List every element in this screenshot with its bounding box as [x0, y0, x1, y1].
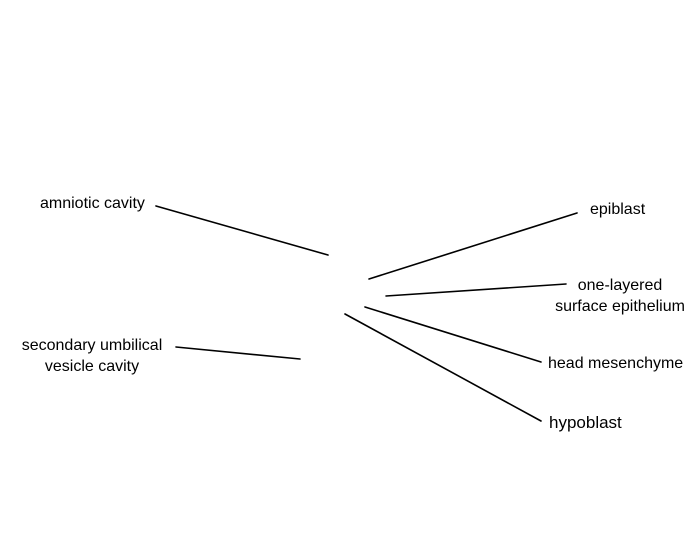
label-line: vesicle cavity	[44, 358, 140, 375]
label-line: one-layered	[577, 277, 663, 294]
leader-line-head-mesenchyme	[364, 306, 542, 363]
label-head-mesenchyme: head mesenchyme	[548, 355, 684, 372]
leader-line-hypoblast	[344, 313, 542, 422]
label-line: surface epithelium	[555, 298, 685, 315]
label-epiblast: epiblast	[590, 201, 646, 218]
label-line: secondary umbilical	[21, 337, 163, 354]
label-one-layered-surface-epithelium: one-layered surface epithelium	[551, 275, 689, 317]
leader-line-epiblast	[368, 212, 578, 280]
leader-line-surface-epithelium	[385, 283, 567, 297]
label-amniotic-cavity: amniotic cavity	[40, 195, 145, 212]
label-hypoblast: hypoblast	[549, 413, 622, 432]
leader-line-secondary-umbilical-vesicle-cavity	[175, 346, 301, 360]
leader-line-amniotic-cavity	[155, 205, 329, 256]
label-secondary-umbilical-vesicle-cavity: secondary umbilical vesicle cavity	[13, 335, 171, 377]
